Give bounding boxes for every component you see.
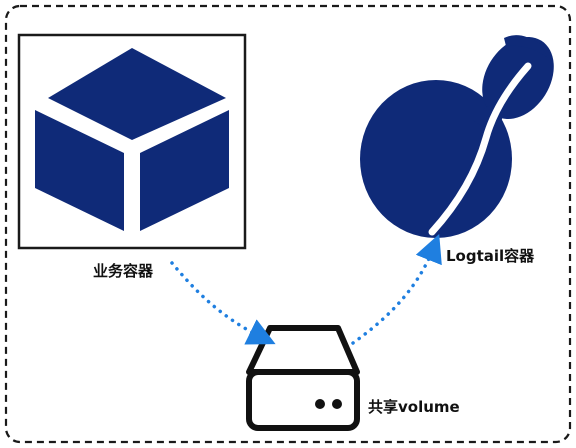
business-container-node bbox=[17, 33, 247, 250]
logtail-container-label: Logtail容器 bbox=[446, 247, 535, 265]
business-container-label: 业务容器 bbox=[93, 262, 154, 280]
edge-business-to-volume bbox=[170, 261, 276, 345]
shared-volume-label: 共享volume bbox=[368, 398, 460, 416]
storage-drive-icon bbox=[246, 325, 360, 431]
gourd-icon bbox=[360, 35, 554, 238]
cube-icon bbox=[35, 48, 229, 231]
outer-boundary bbox=[4, 4, 572, 444]
edge-volume-to-logtail bbox=[351, 234, 442, 345]
